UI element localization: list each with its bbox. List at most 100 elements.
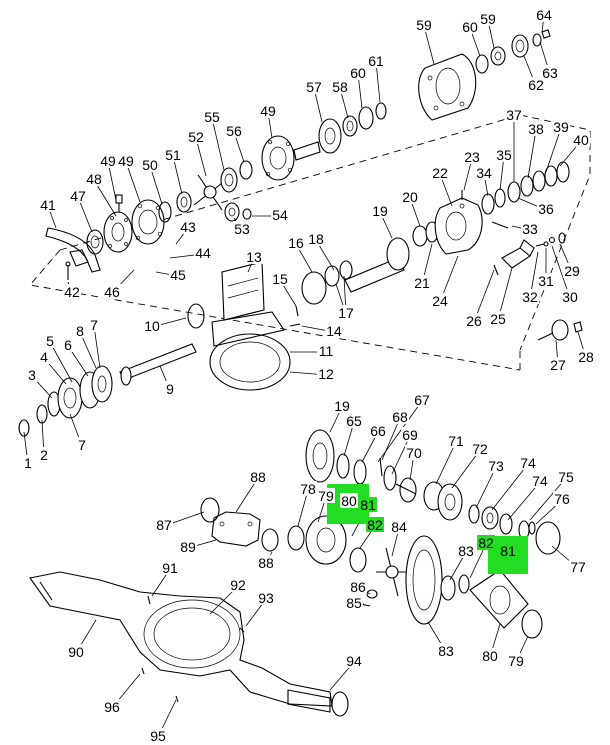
callout-bg-59: [415, 17, 433, 32]
plug-96-97: [141, 667, 179, 703]
callout-89: 89: [180, 539, 196, 555]
callout-14: 14: [326, 323, 342, 339]
bearing-6-8: [79, 365, 113, 409]
callout-90: 90: [68, 644, 84, 660]
plug-92: [147, 595, 151, 605]
leader-55: [211, 117, 225, 171]
callout-11: 11: [319, 343, 334, 359]
callout-31: 31: [538, 273, 554, 289]
callout-62: 62: [528, 77, 544, 93]
callout-45: 45: [170, 267, 186, 283]
callout-17: 17: [338, 305, 354, 321]
callout-26: 26: [466, 313, 482, 329]
bearing-75: [481, 506, 499, 530]
callout-44: 44: [195, 245, 211, 261]
shift-unit-25: [501, 239, 535, 269]
callout-67: 67: [414, 392, 430, 408]
callout-bg-32: [521, 289, 539, 304]
pins-29-32: [535, 232, 566, 247]
callout-bg-38: [527, 121, 545, 136]
callout-bg-1: [22, 455, 34, 470]
callout-60: 60: [350, 65, 366, 81]
callout-80: 80: [341, 493, 357, 509]
callout-bg-28: [577, 349, 595, 364]
callout-59: 59: [416, 17, 432, 33]
callout-64: 64: [536, 7, 552, 23]
callout-bg-9: [164, 381, 176, 396]
callout-bg-46: [103, 284, 121, 299]
callout-56: 56: [226, 123, 242, 139]
washer-66: [336, 453, 350, 479]
callout-bg-82: [366, 517, 384, 532]
callout-57: 57: [306, 79, 322, 95]
shaft-58: [293, 118, 342, 161]
callout-42: 42: [64, 284, 80, 300]
ring-37: [520, 175, 534, 197]
callout-85: 85: [346, 595, 362, 611]
callout-16: 16: [288, 235, 304, 251]
leader-71: [435, 441, 457, 485]
callout-bg-60: [461, 19, 479, 34]
callout-bg-10: [143, 318, 161, 333]
callout-79: 79: [508, 653, 524, 669]
gear-71: [395, 477, 417, 503]
ring-67: [353, 459, 367, 485]
callout-bg-59: [479, 11, 497, 26]
callout-bg-91: [161, 560, 179, 575]
callout-81: 81: [360, 497, 376, 513]
callout-29: 29: [564, 263, 580, 279]
callout-bg-88: [249, 469, 267, 484]
callout-bg-61: [367, 53, 385, 68]
gear-83: [349, 547, 367, 573]
leader-51: [172, 155, 183, 195]
callout-25: 25: [490, 311, 506, 327]
callout-5: 5: [46, 333, 54, 349]
gear-19b: [305, 429, 335, 483]
leader-73: [475, 466, 497, 509]
callout-86: 86: [350, 579, 366, 595]
callout-bg-16: [287, 235, 305, 250]
seal-88: [200, 497, 220, 523]
callout-bg-70: [405, 445, 423, 460]
callout-40: 40: [573, 132, 589, 148]
callout-bg-81: [359, 497, 377, 512]
callout-59: 59: [480, 11, 496, 27]
callout-bg-22: [431, 165, 449, 180]
cup-60: [358, 106, 374, 130]
bolt-33: [491, 221, 509, 229]
spider-53: [193, 174, 227, 211]
callout-bg-45: [169, 267, 187, 282]
callout-bg-21: [413, 275, 431, 290]
callout-37: 37: [506, 107, 522, 123]
callout-33: 33: [522, 221, 538, 237]
callout-32: 32: [522, 289, 538, 305]
callout-bg-13: [245, 249, 263, 264]
callout-22: 22: [432, 165, 448, 181]
callout-bg-39: [552, 119, 570, 134]
housing-22: [434, 197, 483, 255]
callout-bg-3: [26, 367, 38, 382]
callout-bg-67: [413, 392, 431, 407]
leader-5: [49, 341, 73, 383]
callout-bg-29: [563, 263, 581, 278]
bracket-41: [45, 227, 101, 273]
housing-11-12: [209, 311, 291, 391]
callout-bg-83: [437, 643, 455, 658]
callout-bg-63: [541, 65, 559, 80]
housing-73: [437, 483, 463, 521]
callout-75: 75: [558, 469, 574, 485]
callout-bg-80: [340, 493, 358, 508]
callout-53: 53: [234, 221, 250, 237]
callout-bg-50: [141, 157, 159, 172]
spindle-95: [287, 689, 349, 717]
callout-bg-20: [401, 189, 419, 204]
callout-19: 19: [334, 398, 350, 414]
callout-bg-86: [349, 579, 367, 594]
leader-68: [381, 417, 401, 461]
leader-61: [375, 61, 381, 103]
callout-bg-81: [499, 543, 517, 558]
callout-80: 80: [482, 648, 498, 664]
bearing-79: [287, 525, 305, 551]
pinion-54: [224, 202, 240, 222]
